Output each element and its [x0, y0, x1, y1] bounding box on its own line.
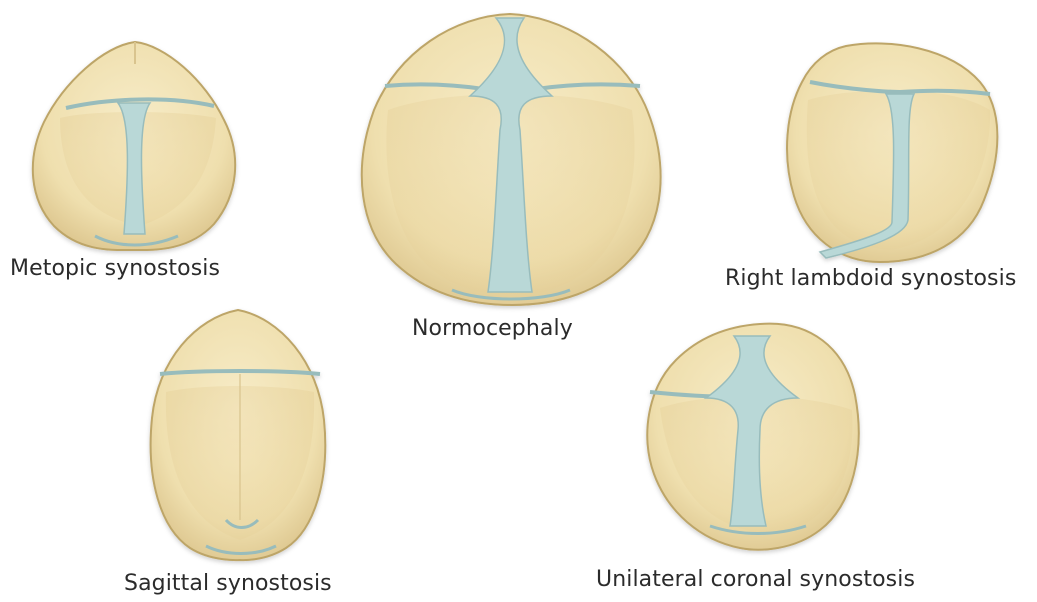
label-unilateral-coronal-synostosis: Unilateral coronal synostosis	[596, 567, 915, 593]
skull-normocephaly	[362, 14, 661, 305]
label-sagittal-synostosis: Sagittal synostosis	[124, 571, 332, 597]
label-metopic-synostosis: Metopic synostosis	[10, 256, 220, 282]
skull-unilateral-coronal	[647, 324, 858, 550]
label-right-lambdoid-synostosis: Right lambdoid synostosis	[725, 266, 1016, 292]
label-normocephaly: Normocephaly	[412, 316, 573, 342]
skull-right-lambdoid	[787, 43, 997, 262]
skull-metopic	[33, 42, 235, 250]
skull-sagittal	[151, 310, 326, 560]
